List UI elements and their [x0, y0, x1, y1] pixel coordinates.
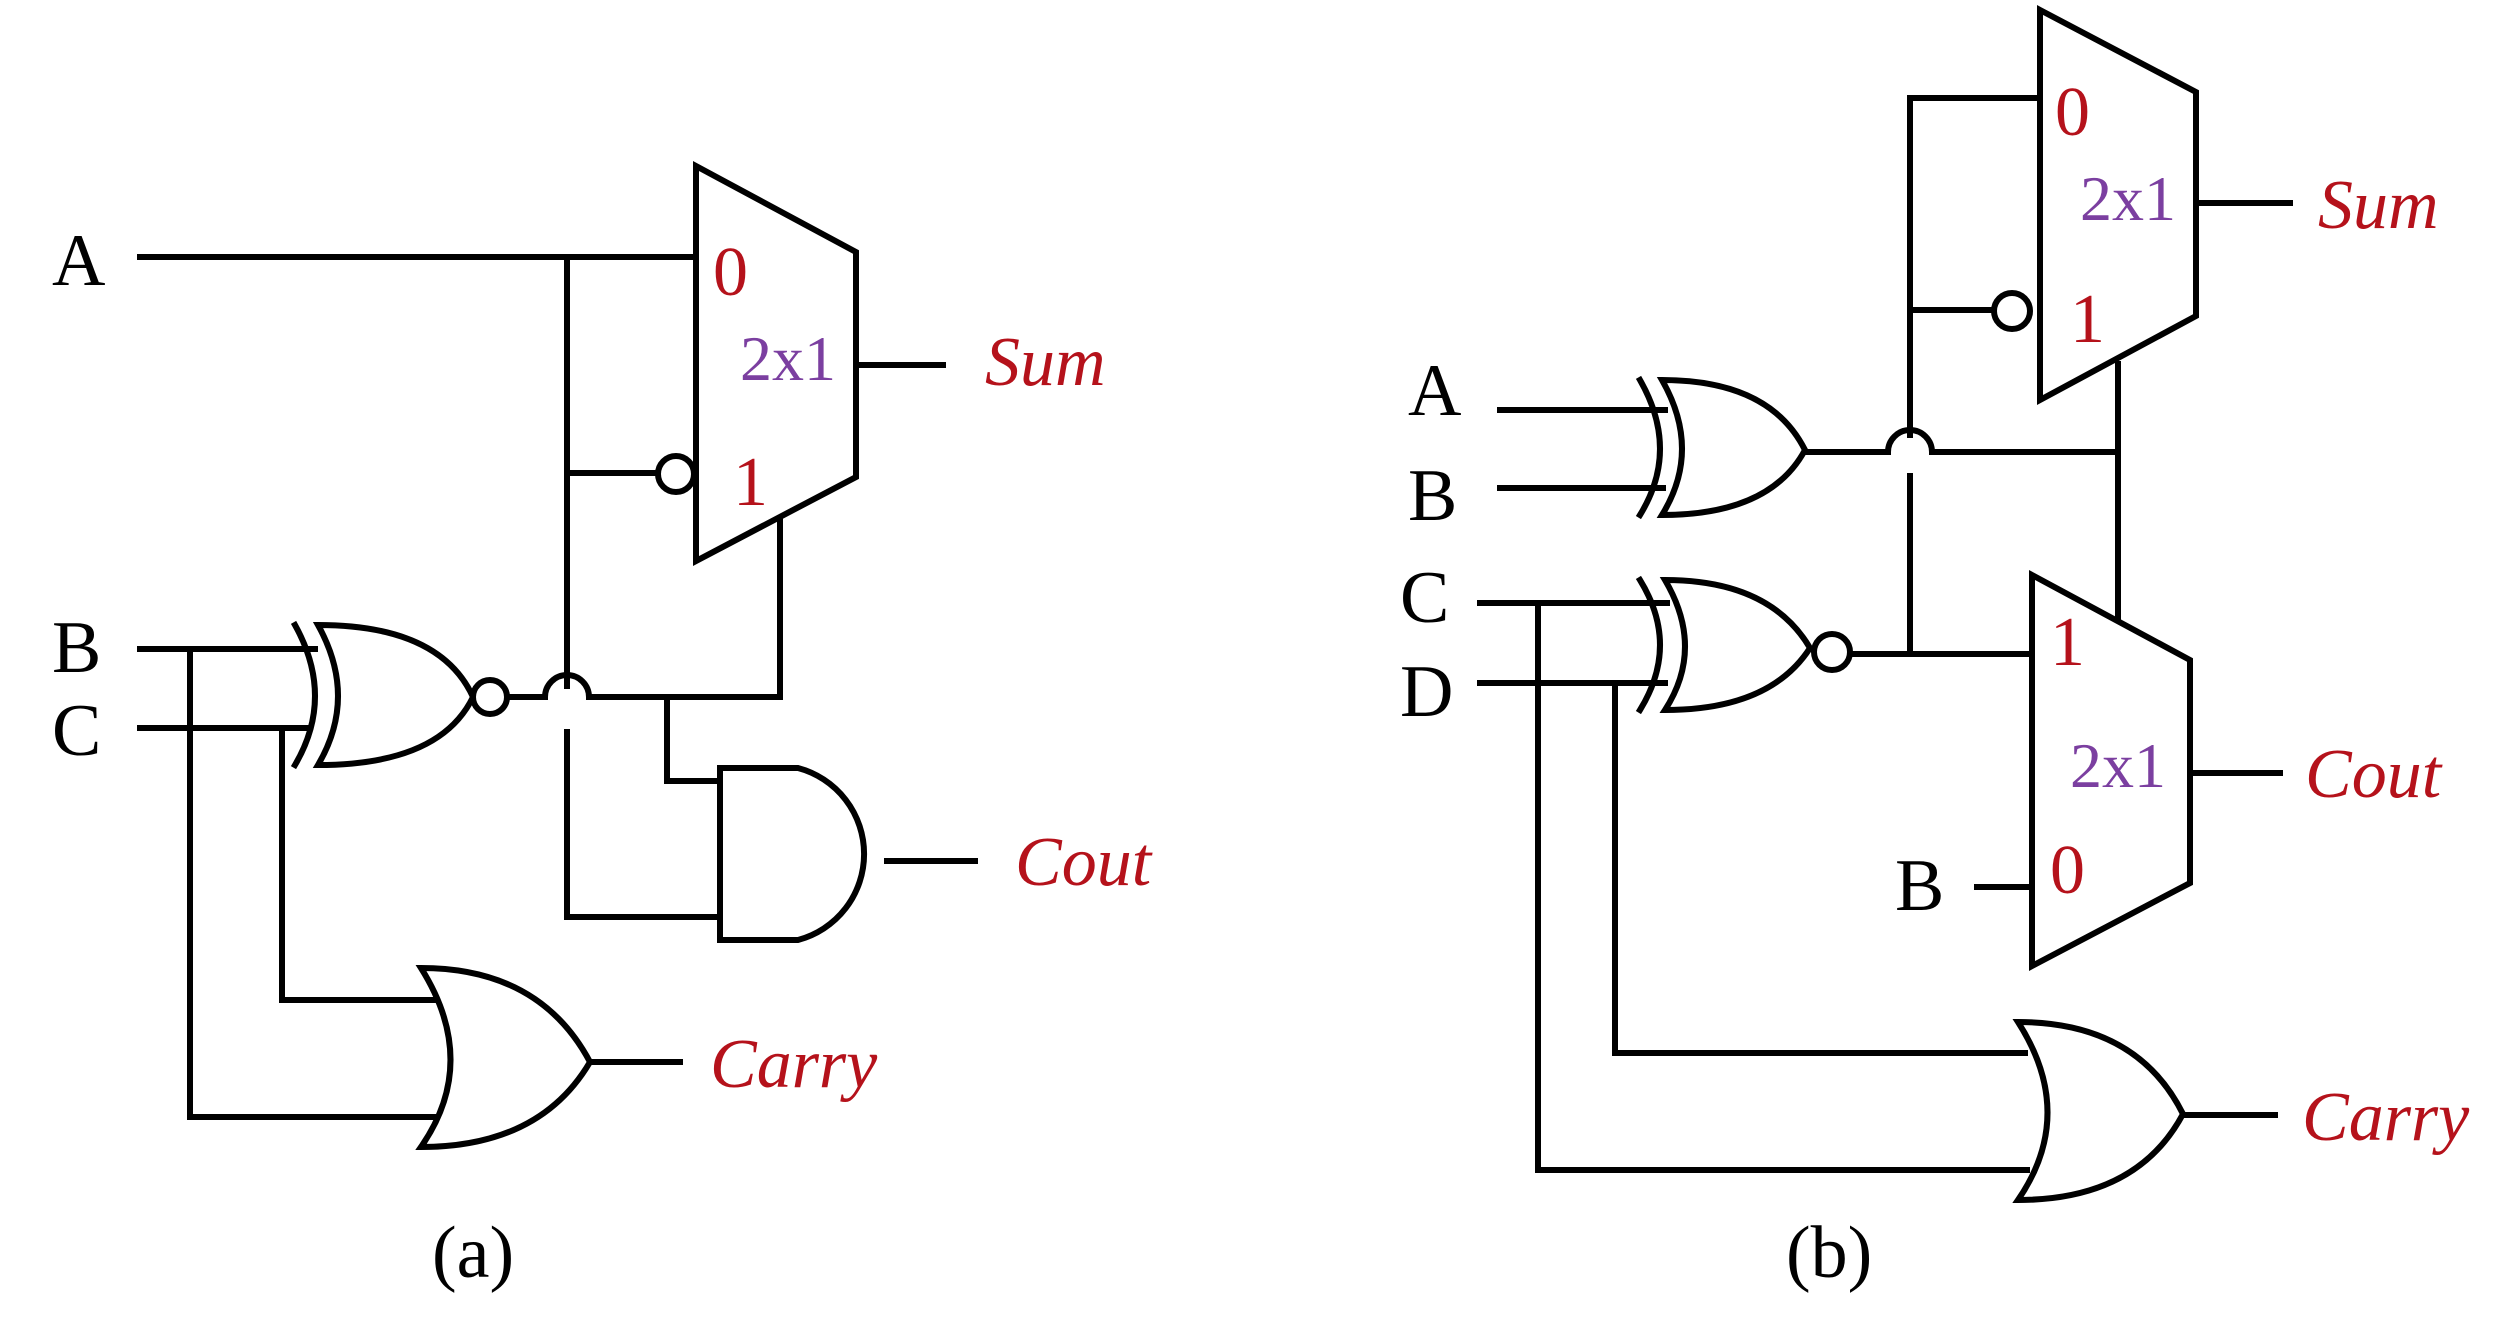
wire-d-branch-to-or: [1612, 680, 2028, 1056]
output-label-sum: Sum: [985, 324, 1106, 401]
wire-crossover-hop-b: [1884, 427, 1936, 456]
xnor-gate-b-body: [1659, 576, 1814, 714]
xor-gate-b: [1635, 375, 1809, 520]
caption-a: (a): [432, 1212, 514, 1294]
mux-a-body: [693, 160, 859, 566]
xor-gate-b-input-arc: [1635, 375, 1663, 520]
input-label-b: B: [52, 607, 101, 689]
input-label-c: C: [52, 690, 101, 772]
mux-a-pin0-label: 0: [713, 234, 748, 311]
mux-top-b: 0 2x1 1: [1991, 5, 2199, 406]
and-gate-a: [717, 765, 868, 943]
xnor-gate-a-body: [312, 621, 477, 769]
or-gate-b: [2012, 1018, 2187, 1204]
mux-bottom-b-body: [2029, 569, 2193, 971]
wire-xnor-to-and: [664, 694, 723, 784]
mux-a-pin1-label: 1: [733, 444, 768, 521]
xnor-gate-b-input-arc: [1635, 575, 1663, 715]
mux-bottom-b-pin1-label: 1: [2050, 604, 2085, 681]
wire-c-branch-to-or: [279, 725, 440, 1003]
output-label-carry: Carry: [710, 1026, 878, 1103]
input-label-a-b: A: [1408, 350, 1461, 432]
or-gate-a: [415, 964, 594, 1151]
output-label-carry-b: Carry: [2302, 1079, 2470, 1156]
input-label-d-b: D: [1400, 651, 1453, 733]
output-label-cout-b: Cout: [2305, 736, 2443, 813]
panel-a: 0 2x1 1 A B C Sum Cout Carry (a): [52, 160, 1153, 1294]
caption-b: (b): [1786, 1212, 1872, 1294]
panel-a-wires: [137, 254, 978, 1120]
input-label-a: A: [52, 220, 105, 302]
xnor-gate-b: [1635, 575, 1853, 715]
input-label-b-b: B: [1408, 455, 1457, 537]
xnor-gate-a: [290, 620, 510, 770]
mux-top-b-pin0-label: 0: [2055, 74, 2090, 151]
xnor-gate-a-bubble: [470, 677, 510, 717]
output-label-sum-b: Sum: [2318, 167, 2439, 244]
xnor-gate-b-bubble: [1811, 631, 1853, 673]
mux-bottom-b-size-label: 2x1: [2070, 730, 2166, 801]
mux-top-b-body: [2037, 5, 2199, 406]
mux-bottom-b: 1 2x1 0: [2029, 569, 2193, 971]
wire-xnor-out-right: [586, 517, 783, 700]
mux-top-b-size-label: 2x1: [2080, 163, 2176, 234]
xor-gate-b-body: [1656, 376, 1809, 519]
mux-a-size-label: 2x1: [740, 323, 836, 394]
wire-a-trunk-lower: [564, 729, 723, 920]
output-label-cout: Cout: [1015, 824, 1153, 901]
mux-bottom-b-pin0-label: 0: [2050, 832, 2085, 909]
wire-c-branch-to-or: [1535, 600, 2030, 1173]
mux-a-pin1-bubble: [655, 453, 697, 495]
mux-a: 0 2x1 1: [655, 160, 859, 566]
input-label-b2-b: B: [1895, 845, 1944, 927]
input-label-c-b: C: [1400, 557, 1449, 639]
mux-top-b-pin1-bubble: [1991, 290, 2033, 332]
mux-top-b-pin1-label: 1: [2070, 281, 2105, 358]
wire-crossover-hop: [541, 672, 593, 701]
panel-b: 0 2x1 1 1 2x1 0 A B C D B Sum Cout Carry…: [1400, 5, 2470, 1294]
xnor-gate-a-input-arc: [290, 620, 318, 770]
panel-b-wires: [1477, 95, 2293, 1173]
wire-mux-top-pin0-feed: [1907, 95, 2043, 438]
wire-b-branch-to-or: [187, 646, 448, 1120]
